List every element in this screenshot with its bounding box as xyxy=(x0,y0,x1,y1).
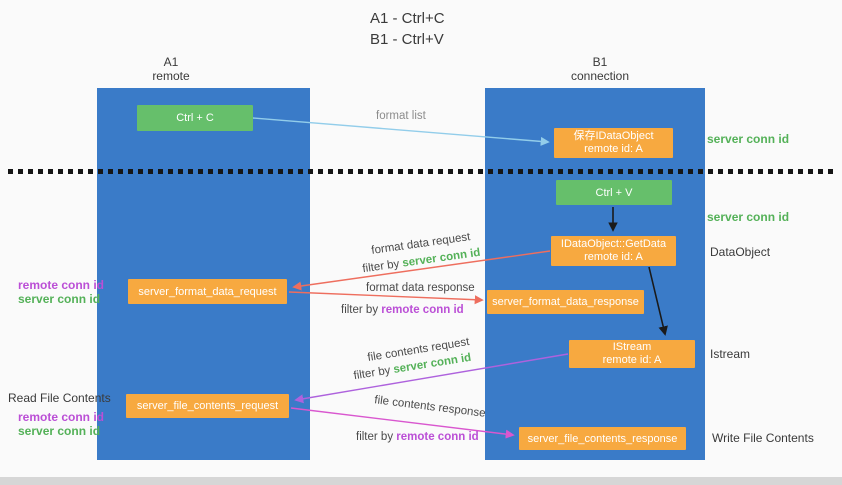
label-file-contents-response: file contents response xyxy=(373,394,487,420)
node-server-format-data-request: server_format_data_request xyxy=(128,279,287,304)
label-filter-by-remote-conn-id-2: filter by remote conn id xyxy=(356,431,479,443)
node-getdata-line2: remote id: A xyxy=(584,251,643,263)
lane-a1-name: A1 xyxy=(163,55,179,69)
node-istream-line1: IStream xyxy=(612,341,652,353)
dashed-divider xyxy=(8,169,835,174)
node-ctrl-v: Ctrl + V xyxy=(556,180,672,205)
label-server-conn-id-left-1: server conn id xyxy=(18,292,101,306)
node-save-idataobject: 保存IDataObject remote id: A xyxy=(554,128,673,158)
node-istream-line2: remote id: A xyxy=(602,354,662,366)
label-write-file-contents: Write File Contents xyxy=(712,431,814,445)
label-server-conn-id-right-1: server conn id xyxy=(707,132,790,146)
lane-b1-sub: connection xyxy=(570,69,630,83)
lane-header-b1: B1 connection xyxy=(555,55,645,83)
label-format-data-response: format data response xyxy=(366,282,475,294)
node-format-request-label: server_format_data_request xyxy=(138,285,277,298)
node-server-file-contents-request: server_file_contents_request xyxy=(126,394,289,418)
node-format-response-label: server_format_data_response xyxy=(492,296,639,308)
label-server-conn-id-left-2: server conn id xyxy=(18,424,101,438)
filter-by-text: filter by xyxy=(361,257,404,276)
label-istream: Istream xyxy=(710,347,751,361)
node-ctrl-c-label: Ctrl + C xyxy=(176,112,214,124)
node-ctrl-v-label: Ctrl + V xyxy=(595,186,633,199)
label-remote-conn-id-left-2: remote conn id xyxy=(18,410,105,424)
node-idataobject-getdata: IDataObject::GetData remote id: A xyxy=(551,236,676,266)
label-server-conn-id-right-2: server conn id xyxy=(707,210,790,224)
node-getdata-line1: IDataObject::GetData xyxy=(560,238,667,250)
node-ctrl-c: Ctrl + C xyxy=(137,105,253,131)
label-filter-by-remote-conn-id-1: filter by remote conn id xyxy=(341,304,464,316)
lane-header-a1: A1 remote xyxy=(126,55,216,83)
node-server-file-contents-response: server_file_contents_response xyxy=(519,427,686,450)
lane-b1-name: B1 xyxy=(592,55,608,69)
label-read-file-contents: Read File Contents xyxy=(8,391,111,405)
node-save-idataobject-line1: 保存IDataObject xyxy=(573,130,654,142)
remote-conn-id-text: remote conn id xyxy=(396,431,479,443)
node-file-request-label: server_file_contents_request xyxy=(136,400,279,412)
title-line-1: A1 - Ctrl+C xyxy=(370,10,445,27)
label-remote-conn-id-left-1: remote conn id xyxy=(18,278,105,292)
node-istream: IStream remote id: A xyxy=(569,340,695,368)
title-line-2: B1 - Ctrl+V xyxy=(370,31,444,48)
label-dataobject: DataObject xyxy=(710,245,771,259)
filter-by-text: filter by xyxy=(356,431,397,443)
diagram-title: A1 - Ctrl+C B1 - Ctrl+V xyxy=(370,8,445,50)
filter-by-text: filter by xyxy=(341,304,382,316)
node-file-response-label: server_file_contents_response xyxy=(527,432,678,445)
node-save-idataobject-line2: remote id: A xyxy=(584,143,643,155)
label-format-list: format list xyxy=(376,110,426,122)
filter-by-text: filter by xyxy=(352,364,395,383)
lane-a1-sub: remote xyxy=(152,69,190,83)
node-server-format-data-response: server_format_data_response xyxy=(487,290,644,314)
remote-conn-id-text: remote conn id xyxy=(381,304,464,316)
horizontal-scrollbar[interactable] xyxy=(0,477,842,485)
